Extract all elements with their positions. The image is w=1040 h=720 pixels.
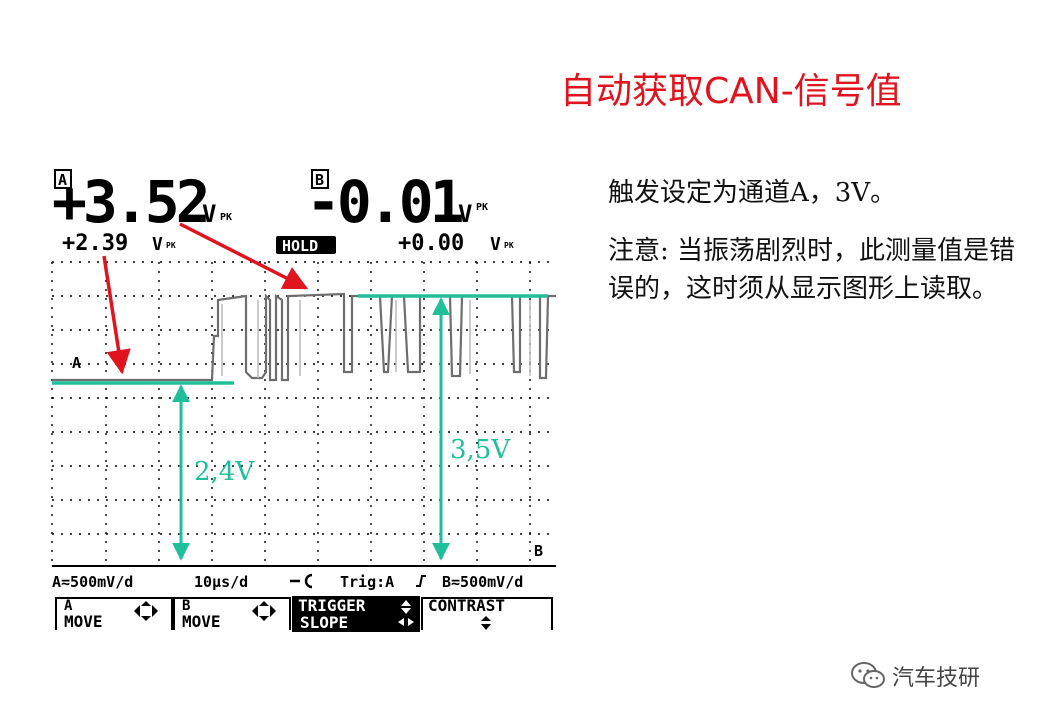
page-title: 自动获取CAN-信号值 bbox=[560, 71, 902, 112]
channel-a-sub-unit-suffix: PK bbox=[166, 241, 176, 250]
channel-b-sub-value: +0.00 bbox=[398, 231, 464, 256]
trace-a-marker: A bbox=[72, 354, 81, 372]
channel-b-main-unit: V bbox=[458, 200, 472, 228]
channel-a-sub-value: +2.39 bbox=[62, 231, 128, 256]
trigger-info: Trig:A bbox=[340, 573, 394, 591]
high-level-label: 3,5V bbox=[450, 435, 511, 465]
channel-b-label: B bbox=[315, 171, 324, 189]
trace-b-marker: B bbox=[534, 542, 543, 560]
a-scale: A≂500mV/d bbox=[52, 573, 133, 591]
hold-badge: HOLD bbox=[276, 236, 336, 255]
left-right-arrows-icon bbox=[134, 601, 158, 621]
softkey-a-move-line1: A bbox=[64, 598, 73, 614]
status-bar: A≂500mV/d 10µs/d Trig:A B≂500mV/d bbox=[52, 573, 523, 591]
softkey-trigger-slope-line2: SLOPE bbox=[300, 613, 348, 632]
time-scale: 10µs/d bbox=[194, 573, 248, 591]
up-down-arrows-icon bbox=[401, 600, 411, 614]
channel-a-main-unit: V bbox=[202, 200, 216, 228]
channel-b-main-value: -0.01 bbox=[306, 168, 463, 236]
softkey-contrast[interactable]: CONTRAST bbox=[421, 596, 553, 630]
trigger-symbol-icon bbox=[290, 573, 313, 589]
b-scale: B≂500mV/d bbox=[442, 573, 523, 591]
wechat-icon bbox=[851, 662, 885, 688]
softkey-trigger-slope-line1: TRIGGER bbox=[298, 596, 366, 615]
pointer-arrow-high bbox=[179, 222, 309, 290]
channel-b-sub-unit: V bbox=[490, 234, 501, 255]
signal-trace-shadow bbox=[221, 300, 531, 378]
softkey-trigger-slope[interactable]: TRIGGER SLOPE bbox=[292, 596, 420, 632]
softkey-b-move[interactable]: B MOVE bbox=[173, 597, 291, 631]
oscilloscope-screen: A +3.52 V PK +2.39 V PK B -0.01 V PK +0.… bbox=[51, 168, 556, 632]
softkey-b-move-line2: MOVE bbox=[182, 612, 221, 631]
watermark: 汽车技研 bbox=[850, 660, 980, 692]
channel-b-main-unit-suffix: PK bbox=[476, 202, 488, 213]
channel-a-sub-unit: V bbox=[152, 234, 163, 255]
low-level-label: 2,4V bbox=[194, 457, 255, 487]
pointer-arrow-low bbox=[102, 255, 131, 375]
left-right-arrows-icon bbox=[252, 601, 276, 621]
channel-b-sub-unit-suffix: PK bbox=[504, 241, 514, 250]
scope-grid bbox=[51, 261, 556, 566]
up-down-arrows-icon bbox=[481, 616, 491, 630]
channel-a-label: A bbox=[58, 171, 67, 189]
softkey-contrast-line1: CONTRAST bbox=[428, 596, 505, 615]
channel-a-readout: A +3.52 V PK +2.39 V PK bbox=[52, 168, 232, 256]
channel-b-readout: B -0.01 V PK +0.00 V PK bbox=[306, 168, 514, 256]
watermark-text: 汽车技研 bbox=[892, 666, 981, 691]
softkey-a-move-line2: MOVE bbox=[64, 612, 103, 631]
left-right-arrows-icon bbox=[398, 618, 414, 626]
signal-trace bbox=[52, 292, 556, 382]
channel-a-box bbox=[54, 169, 72, 189]
softkey-b-move-line1: B bbox=[182, 598, 190, 614]
warning-note: 注意: 当振荡剧烈时，此测量值是错误的，这时须从显示图形上读取。 bbox=[608, 236, 1016, 304]
hold-badge-text: HOLD bbox=[282, 237, 318, 255]
channel-b-box bbox=[311, 169, 329, 189]
trigger-note: 触发设定为通道A，3V。 bbox=[608, 178, 897, 208]
softkey-a-move[interactable]: A MOVE bbox=[55, 597, 173, 631]
channel-a-main-unit-suffix: PK bbox=[220, 212, 232, 223]
rising-edge-icon bbox=[416, 575, 426, 587]
